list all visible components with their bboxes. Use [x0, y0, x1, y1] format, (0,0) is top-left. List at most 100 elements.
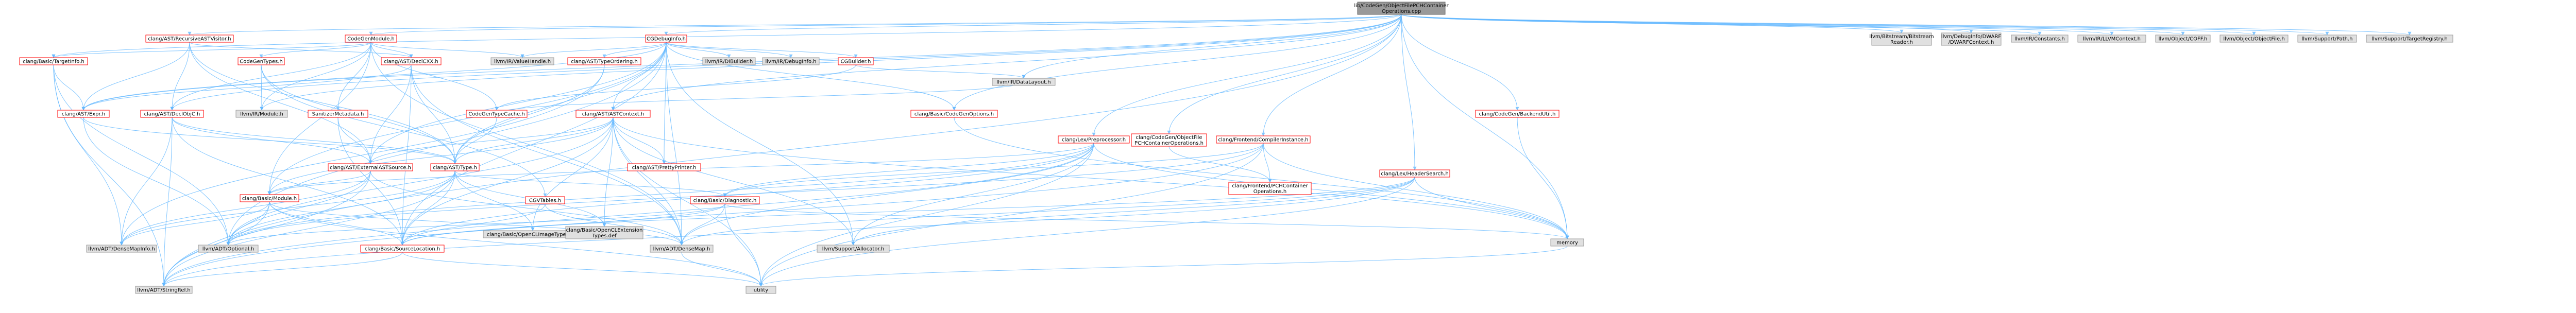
- node-label: Operations.h: [1253, 189, 1287, 195]
- node-n_expr[interactable]: clang/AST/Expr.h: [57, 110, 110, 118]
- node-n_declobjc[interactable]: clang/AST/DeclObjC.h: [140, 110, 204, 118]
- node-box: [1379, 169, 1450, 178]
- node-label: clang/Basic/Diagnostic.h: [693, 198, 757, 204]
- edge-n_densemap-to-n_utility: [681, 252, 763, 287]
- edge-n_codegenbackend-to-n_memory: [1517, 117, 1569, 239]
- node-box: [466, 110, 528, 118]
- node-label: llvm/IR/LLVMContext.h: [2083, 37, 2141, 42]
- edge-root-to-n_codegenmodule: [369, 14, 1402, 36]
- node-n_externalast[interactable]: clang/AST/ExternalASTSource.h: [328, 163, 413, 171]
- node-n_codegenbackend[interactable]: clang/CodeGen/BackendUtil.h: [1475, 110, 1560, 118]
- node-box: [145, 34, 234, 43]
- node-label: llvm/Object/ObjectFile.h: [2223, 37, 2284, 42]
- edge-n_astcontext-to-n_allocator: [613, 117, 855, 246]
- node-n_dwarfcontext[interactable]: llvm/DebugInfo/DWARF/DWARFContext.h: [1941, 32, 2002, 46]
- dependency-edges: [52, 14, 2411, 287]
- node-n_diagnostic[interactable]: clang/Basic/Diagnostic.h: [690, 196, 760, 204]
- node-label: CGBuilder.h: [841, 59, 871, 65]
- edge-n_declobjc-to-n_densemapinfo: [120, 117, 173, 246]
- edge-n_astcontext-to-n_optional: [226, 117, 614, 246]
- node-n_preprocessor[interactable]: clang/Lex/Preprocessor.h: [1058, 135, 1130, 144]
- node-n_coff[interactable]: llvm/Object/COFF.h: [2155, 34, 2211, 43]
- node-label: llvm/IR/ValueHandle.h: [494, 59, 551, 65]
- node-n_codegentypecache[interactable]: CodeGenTypeCache.h: [466, 110, 528, 118]
- node-n_llvmcontext[interactable]: llvm/IR/LLVMContext.h: [2077, 34, 2146, 43]
- node-n_astcontext[interactable]: clang/AST/ASTContext.h: [575, 110, 651, 118]
- node-box: [430, 163, 480, 171]
- node-n_objectfile[interactable]: llvm/Object/ObjectFile.h: [2219, 34, 2289, 43]
- node-n_recursiveast[interactable]: clang/AST/RecursiveASTVisitor.h: [145, 34, 234, 43]
- edge-n_preprocessor-to-n_diagnostic: [723, 143, 1094, 197]
- node-n_path[interactable]: llvm/Support/Path.h: [2297, 34, 2357, 43]
- node-n_allocator[interactable]: llvm/Support/Allocator.h: [817, 245, 890, 253]
- node-n_asttype[interactable]: clang/AST/Type.h: [430, 163, 480, 171]
- node-label: clang/Frontend/CompilerInstance.h: [1218, 137, 1308, 143]
- edge-n_astcontext-to-n_asttype: [453, 117, 614, 164]
- edge-n_headersearch-to-n_densemap: [680, 177, 1415, 246]
- node-n_openclimage[interactable]: clang/Basic/OpenCLImageTypes.def: [483, 230, 583, 238]
- node-n_irmodule[interactable]: llvm/IR/Module.h: [235, 110, 288, 118]
- edge-n_cgdebuginfo-to-n_typeordering: [602, 42, 667, 58]
- edge-n_targetinfo-to-n_densemapinfo: [53, 64, 124, 246]
- edge-root-to-n_targetinfo: [52, 14, 1402, 58]
- node-n_compilerinstance[interactable]: clang/Frontend/CompilerInstance.h: [1216, 135, 1311, 144]
- node-box: [1131, 133, 1207, 147]
- node-n_cgbuilder[interactable]: CGBuilder.h: [838, 57, 874, 65]
- node-n_datalayout[interactable]: llvm/IR/DataLayout.h: [992, 78, 1056, 86]
- node-n_densemapinfo[interactable]: llvm/ADT/DenseMapInfo.h: [86, 245, 157, 253]
- node-n_dibuilder[interactable]: llvm/IR/DIBuilder.h: [702, 57, 756, 65]
- node-n_typeordering[interactable]: clang/AST/TypeOrdering.h: [567, 57, 641, 65]
- node-box: [2366, 34, 2453, 43]
- node-n_optional[interactable]: llvm/ADT/Optional.h: [198, 245, 259, 253]
- node-n_stringref[interactable]: llvm/ADT/StringRef.h: [135, 286, 193, 294]
- node-n_codegenoptions[interactable]: clang/Basic/CodeGenOptions.h: [910, 110, 998, 118]
- node-box: [650, 245, 714, 253]
- edge-n_cgdebuginfo-to-n_valuehandle: [520, 42, 667, 58]
- edge-n_codegenmodule-to-n_declcxx: [370, 42, 413, 58]
- node-n_memory[interactable]: memory: [1550, 238, 1584, 247]
- edge-n_astcontext-to-n_memory: [613, 117, 1569, 239]
- edge-n_targetinfo-to-n_expr: [53, 64, 86, 111]
- edge-n_asttype-to-n_diagnostic: [454, 170, 727, 197]
- node-n_sourcelocation[interactable]: clang/Basic/SourceLocation.h: [360, 245, 445, 253]
- node-n_targetregistry[interactable]: llvm/Support/TargetRegistry.h: [2366, 34, 2453, 43]
- node-n_densemap[interactable]: llvm/ADT/DenseMap.h: [650, 245, 714, 253]
- node-n_headersearch[interactable]: clang/Lex/HeaderSearch.h: [1379, 169, 1450, 178]
- edge-n_module-to-n_stringref: [162, 201, 270, 287]
- node-n_module[interactable]: clang/Basic/Module.h: [240, 194, 299, 202]
- node-n_valuehandle[interactable]: llvm/IR/ValueHandle.h: [490, 57, 554, 65]
- node-box: [345, 34, 397, 43]
- edge-n_astcontext-to-n_densemap: [613, 117, 684, 246]
- node-box: [627, 163, 701, 171]
- node-n_codegentypes[interactable]: CodeGenTypes.h: [238, 57, 285, 65]
- node-root[interactable]: lib/CodeGen/ObjectFilePCHContainerOperat…: [1354, 2, 1449, 15]
- edge-n_externalast-to-n_densemap: [370, 170, 684, 246]
- edge-n_recursiveast-to-n_externalast: [189, 42, 372, 164]
- node-n_targetinfo[interactable]: clang/Basic/TargetInfo.h: [19, 57, 88, 65]
- node-box: [19, 57, 88, 65]
- edge-root-to-n_irmodule: [260, 14, 1402, 111]
- edge-n_headersearch-to-n_allocator: [851, 177, 1415, 246]
- node-label: llvm/ADT/DenseMapInfo.h: [88, 247, 155, 252]
- edge-n_codegentypes-to-n_cgvtables: [261, 64, 547, 197]
- node-box: [360, 245, 445, 253]
- node-n_irconstants[interactable]: llvm/IR/Constants.h: [2011, 34, 2069, 43]
- edge-n_cgdebuginfo-to-n_debuginfo: [666, 42, 793, 58]
- node-n_objfilepch[interactable]: clang/CodeGen/ObjectFilePCHContainerOper…: [1131, 133, 1207, 147]
- node-n_sanitizermeta[interactable]: SanitizerMetadata.h: [308, 110, 368, 118]
- node-box: [645, 34, 687, 43]
- node-n_cgvtables[interactable]: CGVTables.h: [525, 196, 565, 204]
- node-label: llvm/IR/Constants.h: [2014, 37, 2065, 42]
- edge-n_sourcelocation-to-n_utility: [402, 252, 763, 287]
- node-n_debuginfo[interactable]: llvm/IR/DebugInfo.h: [762, 57, 820, 65]
- node-n_codegenmodule[interactable]: CodeGenModule.h: [345, 34, 397, 43]
- node-n_declcxx[interactable]: clang/AST/DeclCXX.h: [381, 57, 442, 65]
- node-n_pchcontainer[interactable]: clang/Frontend/PCHContainerOperations.h: [1228, 182, 1312, 195]
- node-n_prettyprinter[interactable]: clang/AST/PrettyPrinter.h: [627, 163, 701, 171]
- node-n_cgdebuginfo[interactable]: CGDebugInfo.h: [645, 34, 687, 43]
- node-box: [2219, 34, 2289, 43]
- node-label: clang/Basic/SourceLocation.h: [365, 247, 440, 252]
- node-n_utility[interactable]: utility: [745, 286, 776, 294]
